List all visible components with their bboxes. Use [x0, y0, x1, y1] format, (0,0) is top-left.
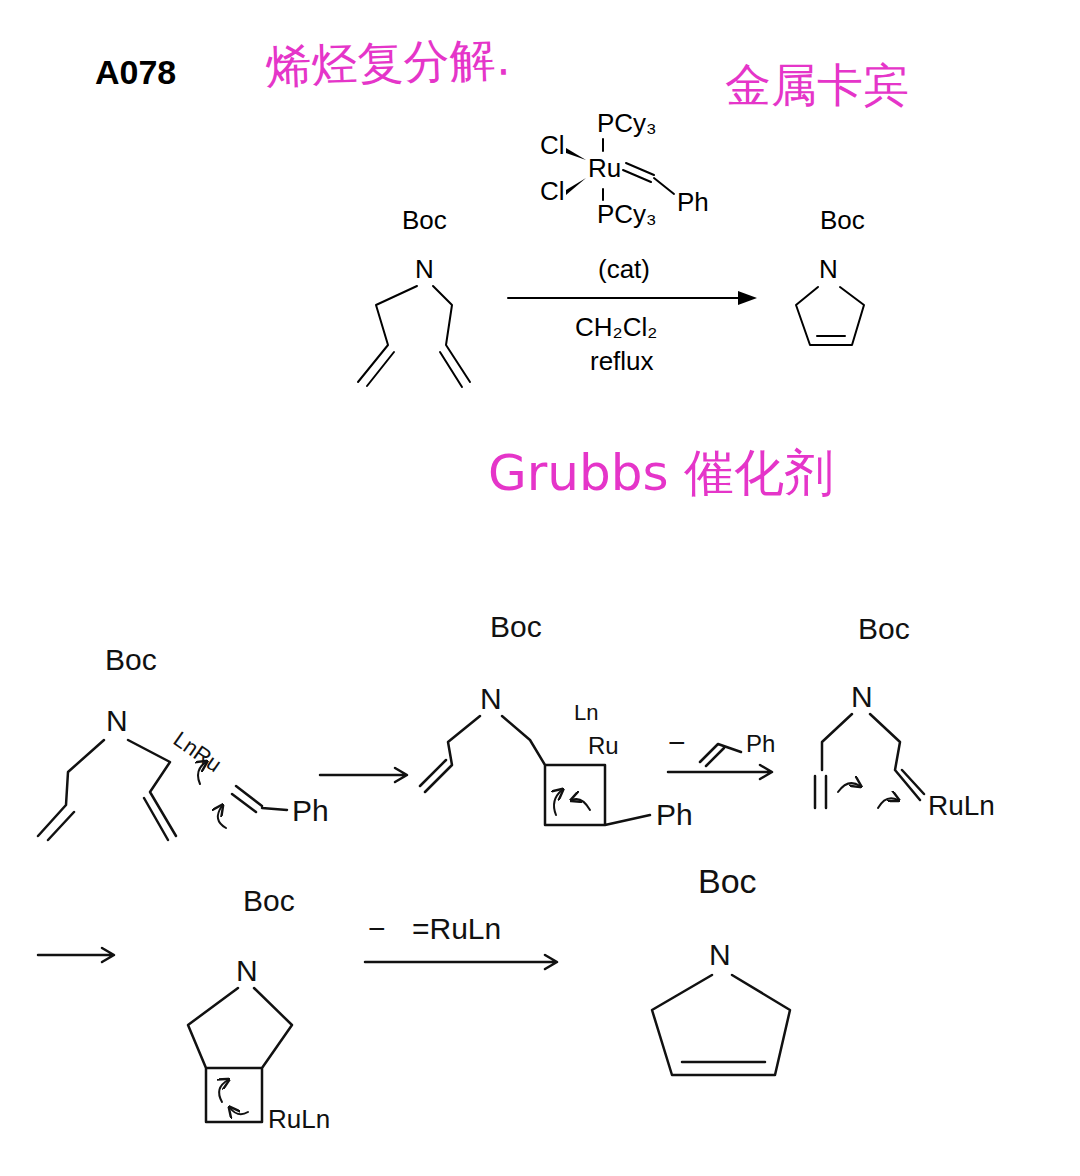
atom-label: N [236, 956, 258, 986]
mechanism-arrow [38, 948, 114, 962]
curly-arrow [218, 806, 226, 828]
metallacycle-bonds [420, 716, 650, 825]
atom-label: N [709, 940, 731, 970]
atom-label: Ln [574, 702, 598, 724]
atom-label: N [106, 706, 128, 736]
cl-wedge [566, 148, 586, 160]
atom-label: N [819, 256, 838, 282]
styrene-bonds [700, 744, 741, 766]
handwritten-note: Grubbs 催化剂 [488, 448, 834, 498]
atom-label: Boc [402, 207, 447, 233]
curly-arrow [572, 799, 590, 810]
product-ring [796, 287, 864, 345]
atom-label: Ru [588, 734, 619, 758]
atom-label: Boc [105, 645, 157, 675]
carbene-bonds [232, 786, 287, 812]
atom-label: PCy₃ [597, 201, 657, 227]
product-ring [652, 975, 790, 1075]
ru-carbene-bonds [815, 714, 924, 808]
reaction-arrow [508, 297, 744, 299]
curly-arrow [878, 798, 898, 808]
atom-label: Ph [292, 796, 329, 826]
mechanism-arrow [365, 955, 557, 969]
bicyclic-bonds [188, 988, 292, 1122]
atom-label: LnRu [169, 728, 225, 776]
atom-label: Cl [540, 178, 565, 204]
condition-label: CH₂Cl₂ [575, 314, 657, 340]
atom-label: N [851, 682, 873, 712]
condition-label: reflux [590, 348, 654, 374]
curly-arrow [554, 790, 562, 815]
atom-label: Boc [490, 612, 542, 642]
figure-id: A078 [95, 55, 176, 89]
atom-label: Ph [656, 800, 693, 830]
curly-arrow [219, 1080, 228, 1102]
curly-arrow [230, 1108, 248, 1114]
atom-label: Ph [677, 189, 709, 215]
cl-wedge [566, 178, 586, 195]
atom-label: PCy₃ [597, 110, 657, 136]
reactant-bonds [358, 286, 470, 387]
mechanism-arrow [320, 768, 407, 782]
operator-sign: − [368, 914, 386, 944]
mechanism-arrow [668, 765, 772, 779]
reaction-arrow-head [738, 291, 757, 305]
atom-label: N [480, 684, 502, 714]
atom-label: Boc [243, 886, 295, 916]
handwritten-note: 金属卡宾 [725, 62, 909, 108]
atom-label: Boc [858, 614, 910, 644]
atom-label: Boc [820, 207, 865, 233]
curly-arrow [838, 783, 860, 792]
atom-label: RuLn [268, 1106, 330, 1132]
operator-sign: − [668, 728, 686, 758]
atom-label: Cl [540, 132, 565, 158]
atom-label: Ph [746, 732, 775, 756]
condition-label: (cat) [598, 256, 650, 282]
atom-label: Boc [698, 864, 757, 898]
diene-bonds [38, 740, 176, 840]
atom-label: N [415, 256, 434, 282]
atom-label: RuLn [928, 792, 995, 820]
atom-label: =RuLn [412, 914, 501, 944]
atom-label: Ru [588, 155, 621, 181]
handwritten-note: 烯烃复分解. [265, 35, 511, 90]
